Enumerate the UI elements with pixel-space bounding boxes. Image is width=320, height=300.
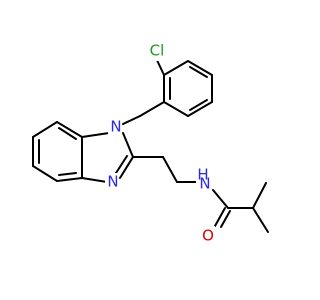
bond — [162, 156, 178, 183]
bond — [187, 101, 213, 117]
double-bond — [189, 66, 208, 78]
bond — [163, 60, 189, 76]
bond — [32, 165, 58, 182]
chlorine-atom-label: Cl — [150, 42, 165, 60]
molecule-canvas: Cl N N H N O — [32, 41, 269, 245]
double-bond — [220, 210, 231, 228]
double-bond — [58, 127, 77, 140]
molecule-structure: Cl N N H N O — [32, 42, 269, 245]
double-bond — [189, 99, 208, 111]
double-bond — [58, 172, 77, 176]
chlorophenyl-ring — [163, 60, 213, 117]
bond — [32, 121, 58, 138]
bond — [187, 60, 213, 76]
bond — [212, 189, 229, 209]
benzimidazole-n1-label: N — [110, 118, 121, 136]
amide-h-label: H — [197, 166, 208, 184]
bond — [252, 207, 269, 233]
bond — [81, 132, 110, 138]
double-bond — [214, 207, 226, 227]
amide-n-label: N — [199, 175, 210, 193]
double-bond — [115, 155, 128, 174]
bond — [81, 177, 108, 183]
bond — [252, 182, 267, 209]
benzimidazole-core — [32, 121, 134, 183]
carbonyl-o-label: O — [202, 227, 214, 245]
bond — [122, 132, 134, 158]
bond — [139, 101, 165, 117]
benzimidazole-n3-label: N — [107, 173, 118, 191]
bond — [122, 115, 141, 125]
atom-labels: Cl N N H N O — [105, 42, 215, 245]
bond — [56, 177, 83, 182]
bond — [163, 101, 189, 117]
bond — [119, 156, 134, 179]
bond — [56, 121, 83, 138]
